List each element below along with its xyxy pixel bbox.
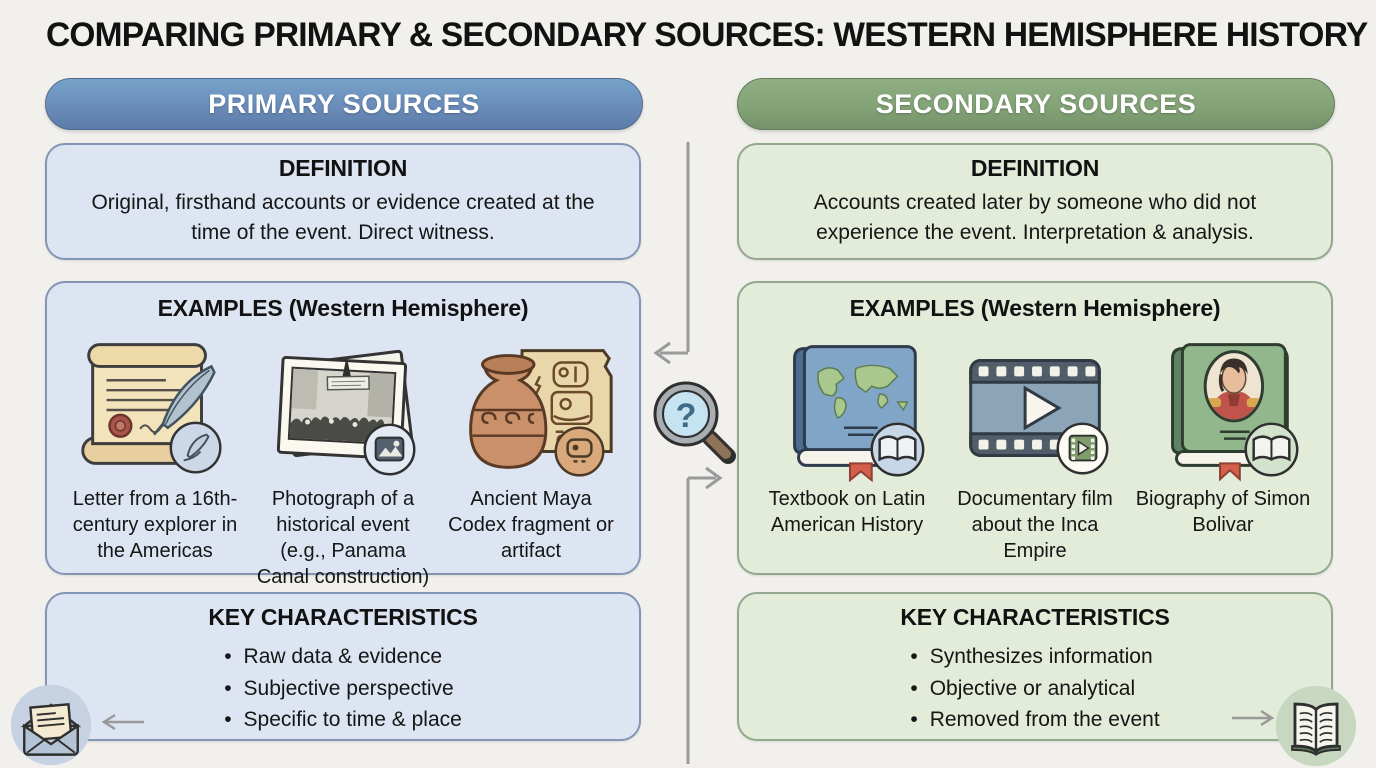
envelope-letter-icon: [8, 682, 94, 768]
example-item: Biography of Simon Bolivar: [1129, 332, 1317, 564]
biography-book-portrait-icon: [1129, 332, 1317, 482]
example-item: Letter from a 16th-century explorer in t…: [61, 332, 249, 590]
characteristic-item: Specific to time & place: [224, 704, 462, 736]
secondary-examples-card: EXAMPLES (Western Hemisphere): [737, 281, 1333, 575]
examples-heading: EXAMPLES (Western Hemisphere): [157, 295, 529, 321]
definition-text: Accounts created later by someone who di…: [813, 191, 1257, 245]
examples-row: Textbook on Latin American History: [739, 328, 1331, 564]
magnifier-question-icon: ?: [653, 381, 736, 464]
example-item: Documentary film about the Inca Empire: [941, 332, 1129, 564]
characteristic-item: Subjective perspective: [224, 673, 462, 705]
characteristics-list: Raw data & evidence Subjective perspecti…: [224, 641, 462, 736]
example-caption: Documentary film about the Inca Empire: [957, 488, 1113, 562]
secondary-characteristics-card: KEY CHARACTERISTICS Synthesizes informat…: [737, 592, 1333, 741]
primary-sources-column: PRIMARY SOURCES DEFINITION Original, fir…: [45, 0, 643, 768]
secondary-sources-header: SECONDARY SOURCES: [737, 78, 1335, 130]
right-arrow-icon: [1232, 709, 1275, 727]
characteristics-list: Synthesizes information Objective or ana…: [910, 641, 1160, 736]
characteristics-heading: KEY CHARACTERISTICS: [208, 604, 478, 630]
left-arrow-icon: [101, 713, 144, 731]
primary-sources-header: PRIMARY SOURCES: [45, 78, 643, 130]
example-caption: Photograph of a historical event (e.g., …: [256, 488, 430, 588]
secondary-definition-card: DEFINITION Accounts created later by som…: [737, 143, 1333, 260]
examples-row: Letter from a 16th-century explorer in t…: [47, 328, 639, 590]
example-caption: Textbook on Latin American History: [768, 488, 926, 536]
maya-codex-artifact-icon: [437, 332, 625, 482]
documentary-filmstrip-icon: [941, 332, 1129, 482]
question-mark: ?: [676, 397, 697, 435]
example-caption: Ancient Maya Codex fragment or artifact: [448, 488, 614, 562]
example-item: Ancient Maya Codex fragment or artifact: [437, 332, 625, 590]
primary-examples-card: EXAMPLES (Western Hemisphere): [45, 281, 641, 588]
example-caption: Biography of Simon Bolivar: [1135, 488, 1311, 536]
characteristic-item: Objective or analytical: [910, 673, 1159, 705]
center-divider: ?: [653, 142, 736, 764]
example-item: Photograph of a historical event (e.g., …: [249, 332, 437, 590]
page-title: COMPARING PRIMARY & SECONDARY SOURCES: W…: [46, 16, 1368, 54]
explorer-letter-scroll-quill-icon: [61, 332, 249, 482]
primary-characteristics-card: KEY CHARACTERISTICS Raw data & evidence …: [45, 592, 641, 741]
characteristic-item: Raw data & evidence: [224, 641, 462, 673]
open-book-icon: [1273, 683, 1359, 768]
textbook-world-map-icon: [753, 332, 941, 482]
definition-heading: DEFINITION: [970, 155, 1100, 181]
examples-heading: EXAMPLES (Western Hemisphere): [849, 295, 1221, 321]
definition-text: Original, firsthand accounts or evidence…: [91, 191, 595, 245]
definition-heading: DEFINITION: [278, 155, 408, 181]
example-item: Textbook on Latin American History: [753, 332, 941, 564]
characteristics-heading: KEY CHARACTERISTICS: [900, 604, 1170, 630]
characteristic-item: Removed from the event: [910, 704, 1160, 736]
secondary-sources-column: SECONDARY SOURCES DEFINITION Accounts cr…: [737, 0, 1335, 768]
example-caption: Letter from a 16th-century explorer in t…: [72, 488, 238, 562]
historical-photograph-icon: [249, 332, 437, 482]
primary-definition-card: DEFINITION Original, firsthand accounts …: [45, 143, 641, 260]
characteristic-item: Synthesizes information: [910, 641, 1159, 673]
